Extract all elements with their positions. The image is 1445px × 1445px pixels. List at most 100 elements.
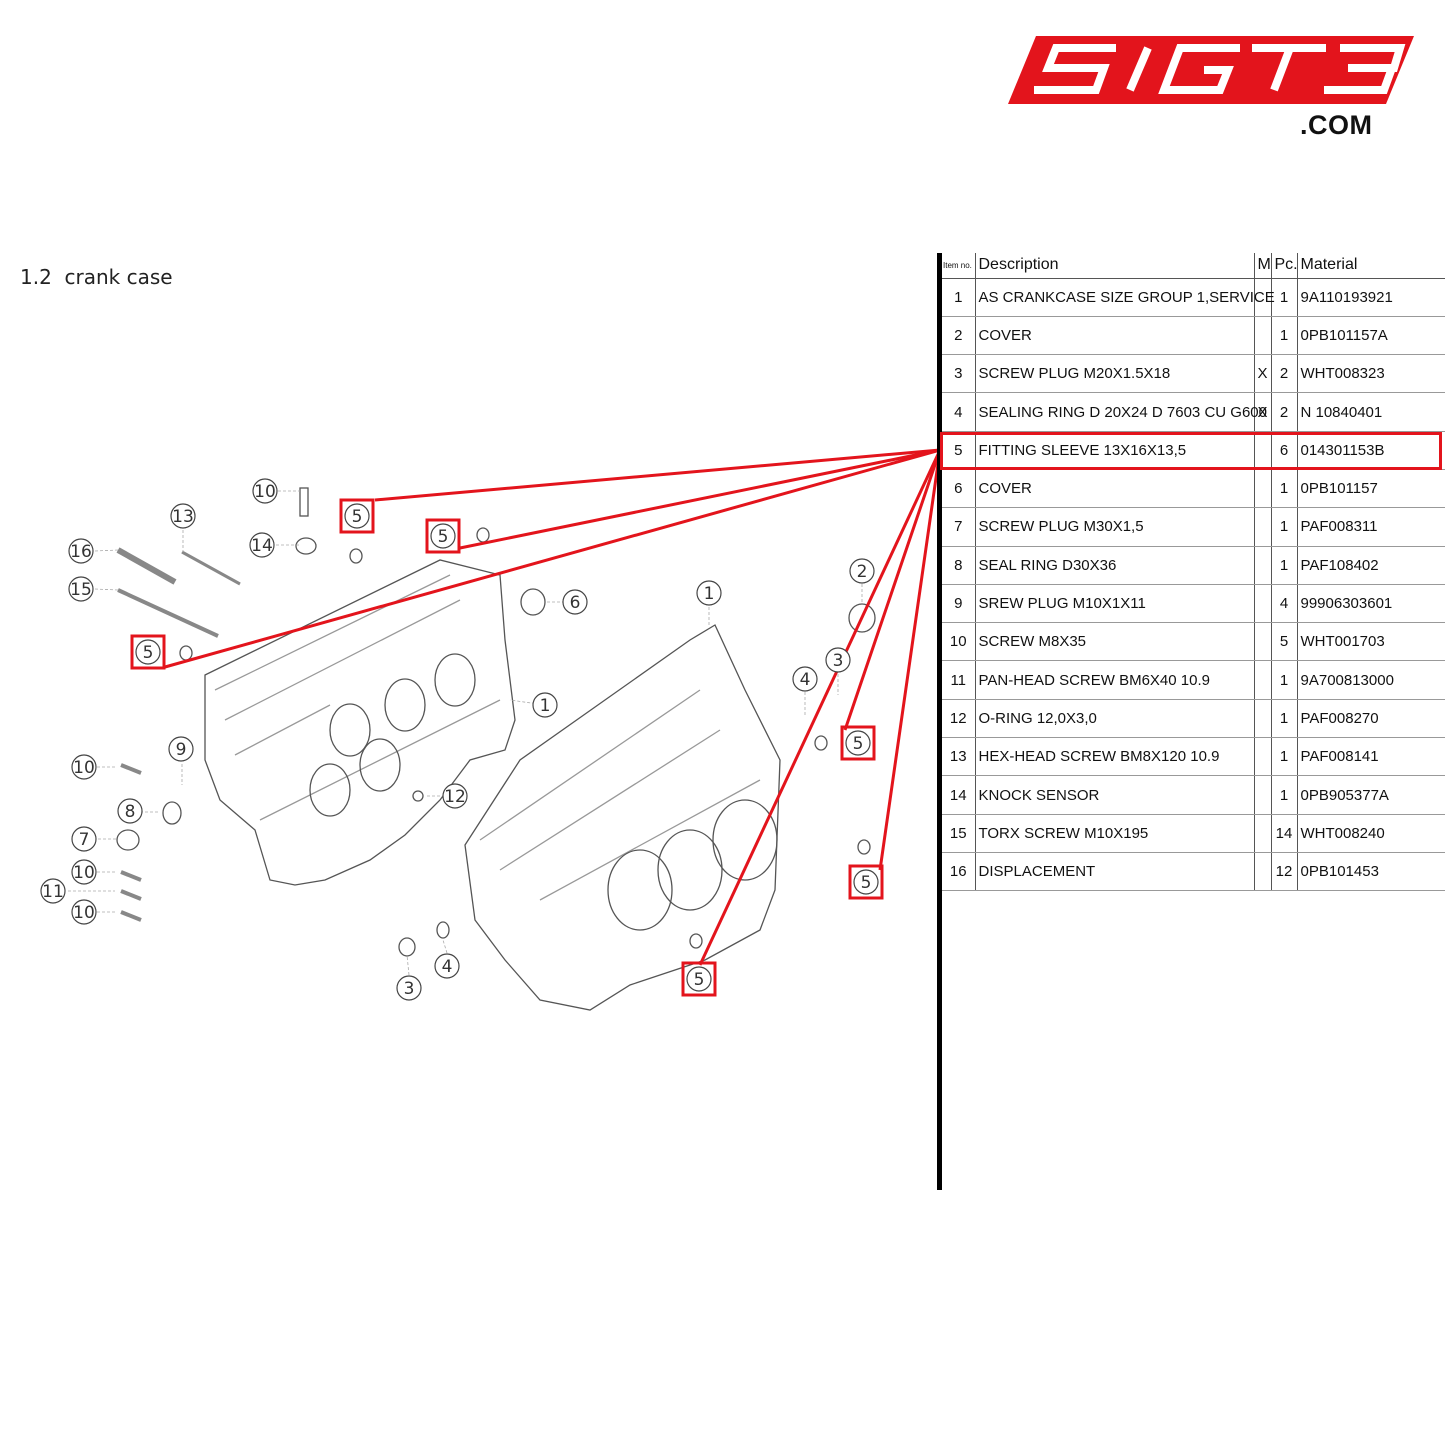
- cell-description: DISPLACEMENT: [974, 852, 1254, 892]
- callout-6[interactable]: 6: [562, 589, 588, 615]
- callout-8[interactable]: 8: [117, 798, 143, 824]
- callout-10[interactable]: 10: [71, 859, 97, 885]
- callout-number: 10: [254, 482, 276, 502]
- callout-circle: [168, 736, 194, 762]
- cell-description: SEALING RING D 20X24 D 7603 CU G600: [974, 392, 1267, 432]
- leader-line: [94, 588, 119, 591]
- callout-circle: [117, 798, 143, 824]
- cell-m: [1253, 699, 1271, 739]
- callout-number: 9: [176, 740, 187, 760]
- callout-10[interactable]: 10: [252, 478, 278, 504]
- callout-highlight-box: [848, 864, 884, 900]
- callout-number: 12: [444, 787, 466, 807]
- cell-material: WHT001703: [1296, 622, 1445, 662]
- cell-item-no: 7: [942, 507, 975, 547]
- connector-line: [459, 448, 941, 550]
- cylinder-bore: [712, 799, 778, 881]
- screw-plug-3: [398, 937, 416, 957]
- callout-number: 10: [73, 903, 95, 923]
- cell-pc: 1: [1270, 660, 1297, 700]
- callout-2[interactable]: 2: [849, 558, 875, 584]
- callout-circle: [845, 730, 871, 756]
- cell-m: X: [1253, 392, 1271, 432]
- callout-10[interactable]: 10: [71, 899, 97, 925]
- connector-line: [374, 448, 941, 502]
- cell-m: [1253, 622, 1271, 662]
- callout-4[interactable]: 4: [434, 953, 460, 979]
- callout-1[interactable]: 1: [532, 692, 558, 718]
- cell-m: [1253, 852, 1271, 892]
- cell-description: AS CRANKCASE SIZE GROUP 1,SERVICE: [974, 278, 1275, 317]
- callout-highlight-box: [681, 961, 717, 997]
- callout-11[interactable]: 11: [40, 878, 66, 904]
- callout-10[interactable]: 10: [71, 754, 97, 780]
- callout-number: 5: [143, 643, 154, 663]
- callout-5[interactable]: 5: [430, 523, 456, 549]
- cell-m: [1253, 278, 1271, 317]
- header-pc: Pc.: [1270, 253, 1298, 279]
- cell-m: [1253, 814, 1271, 853]
- callout-16[interactable]: 16: [68, 538, 94, 564]
- leader-line: [94, 549, 119, 552]
- cell-m: [1253, 584, 1271, 624]
- cell-pc: 2: [1270, 354, 1297, 394]
- callout-circle: [532, 692, 558, 718]
- callout-1[interactable]: 1: [696, 580, 722, 606]
- cell-m: [1253, 660, 1271, 700]
- callout-number: 5: [438, 527, 449, 547]
- callout-number: 3: [404, 979, 415, 999]
- callout-3[interactable]: 3: [396, 975, 422, 1001]
- callout-13[interactable]: 13: [170, 503, 196, 529]
- bearing-saddle: [329, 703, 371, 757]
- side-screw: [120, 889, 142, 901]
- callout-number: 10: [73, 863, 95, 883]
- cell-item-no: 3: [942, 354, 975, 394]
- fitting-sleeve: [689, 933, 703, 949]
- callout-5[interactable]: 5: [853, 869, 879, 895]
- callout-circle: [170, 503, 196, 529]
- callout-9[interactable]: 9: [168, 736, 194, 762]
- callout-12[interactable]: 12: [442, 783, 468, 809]
- callout-number: 15: [70, 580, 92, 600]
- callout-5[interactable]: 5: [686, 966, 712, 992]
- callout-circle: [252, 478, 278, 504]
- callout-highlight-box: [425, 518, 461, 554]
- cell-pc: 12: [1270, 852, 1297, 892]
- bearing-saddle: [309, 763, 351, 817]
- callout-number: 3: [833, 651, 844, 671]
- callout-circle: [792, 666, 818, 692]
- cell-description: SCREW M8X35: [974, 622, 1254, 662]
- callout-4[interactable]: 4: [792, 666, 818, 692]
- callout-5[interactable]: 5: [135, 639, 161, 665]
- cell-pc: 1: [1270, 775, 1297, 815]
- cell-m: X: [1253, 354, 1271, 394]
- header-item-no: Item no.: [942, 253, 975, 279]
- cell-description: TORX SCREW M10X195: [974, 814, 1254, 853]
- callout-3[interactable]: 3: [825, 647, 851, 673]
- callout-5[interactable]: 5: [845, 730, 871, 756]
- callout-15[interactable]: 15: [68, 576, 94, 602]
- callout-5[interactable]: 5: [344, 503, 370, 529]
- knock-sensor: [295, 537, 317, 555]
- callout-7[interactable]: 7: [71, 826, 97, 852]
- callout-14[interactable]: 14: [249, 532, 275, 558]
- callout-circle: [68, 576, 94, 602]
- fitting-sleeve: [476, 527, 490, 543]
- cell-material: 0PB101157: [1296, 469, 1445, 509]
